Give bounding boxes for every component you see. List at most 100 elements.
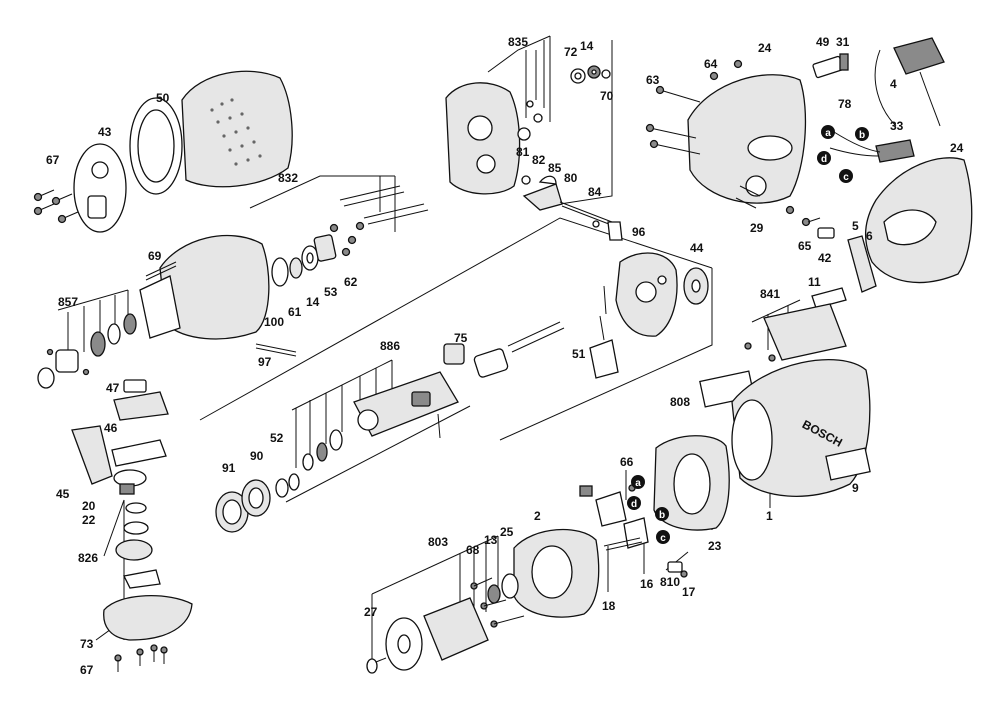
label-52: 52 bbox=[270, 431, 284, 445]
label-31: 31 bbox=[836, 35, 850, 49]
label-886: 886 bbox=[380, 339, 400, 353]
label-27: 27 bbox=[364, 605, 378, 619]
gear-housing-835 bbox=[445, 82, 543, 195]
label-63: 63 bbox=[646, 73, 660, 87]
tag-a-2: a bbox=[635, 478, 641, 489]
handle-housing-24-top bbox=[645, 59, 807, 215]
switch-33 bbox=[829, 131, 915, 163]
label-33: 33 bbox=[890, 119, 904, 133]
rear-handle-24 bbox=[864, 157, 973, 284]
label-841: 841 bbox=[760, 287, 780, 301]
clamp-parts-857 bbox=[37, 313, 137, 389]
label-24-top: 24 bbox=[758, 41, 772, 55]
label-11: 11 bbox=[808, 275, 821, 289]
screws-29 bbox=[735, 185, 761, 209]
tag-c-2: c bbox=[660, 533, 666, 544]
label-857: 857 bbox=[58, 295, 78, 309]
switch-49-31-4 bbox=[812, 37, 945, 127]
label-23: 23 bbox=[708, 539, 722, 553]
label-90: 90 bbox=[250, 449, 264, 463]
label-2: 2 bbox=[534, 509, 541, 523]
pin-97 bbox=[255, 343, 297, 357]
bearings-25-13-68 bbox=[470, 573, 525, 628]
plunger-75 bbox=[443, 321, 565, 378]
label-14-mid: 14 bbox=[306, 295, 320, 309]
label-53: 53 bbox=[324, 285, 338, 299]
label-66: 66 bbox=[620, 455, 634, 469]
label-96: 96 bbox=[632, 225, 646, 239]
label-17: 17 bbox=[682, 585, 696, 599]
armature-803 bbox=[366, 597, 489, 674]
front-cover-50 bbox=[129, 70, 293, 195]
plunger-assembly-886 bbox=[302, 371, 459, 471]
field-23 bbox=[653, 435, 730, 531]
label-61: 61 bbox=[288, 305, 302, 319]
label-82: 82 bbox=[532, 153, 546, 167]
label-67-bottom: 67 bbox=[80, 663, 94, 677]
guard-plate-43 bbox=[73, 143, 127, 233]
tag-c: c bbox=[843, 172, 849, 183]
label-44: 44 bbox=[690, 241, 704, 255]
label-47: 47 bbox=[106, 381, 120, 395]
label-803: 803 bbox=[428, 535, 448, 549]
label-5: 5 bbox=[852, 219, 859, 233]
label-75: 75 bbox=[454, 331, 468, 345]
label-72: 72 bbox=[564, 45, 578, 59]
washers-72-14-70 bbox=[570, 65, 611, 84]
cord-parts bbox=[801, 217, 877, 293]
label-13: 13 bbox=[484, 533, 498, 547]
label-18: 18 bbox=[602, 599, 616, 613]
label-42: 42 bbox=[818, 251, 832, 265]
plunger-parts bbox=[521, 175, 623, 241]
label-50: 50 bbox=[156, 91, 170, 105]
label-43: 43 bbox=[98, 125, 112, 139]
shoe-parts-45-47 bbox=[71, 379, 169, 487]
label-808: 808 bbox=[670, 395, 690, 409]
label-85: 85 bbox=[548, 161, 562, 175]
label-80: 80 bbox=[564, 171, 578, 185]
label-835: 835 bbox=[508, 35, 528, 49]
gear-case-832 bbox=[139, 185, 429, 340]
label-46: 46 bbox=[104, 421, 118, 435]
label-64: 64 bbox=[704, 57, 718, 71]
label-4: 4 bbox=[890, 77, 897, 91]
label-65: 65 bbox=[798, 239, 812, 253]
brush-holders-66 bbox=[579, 484, 688, 578]
tag-b: b bbox=[859, 130, 865, 141]
stator-2 bbox=[513, 528, 600, 618]
bearing-housing-96 bbox=[589, 252, 709, 379]
label-67-top: 67 bbox=[46, 153, 60, 167]
tag-a: a bbox=[825, 128, 831, 139]
label-51: 51 bbox=[572, 347, 586, 361]
tag-d: d bbox=[821, 154, 827, 165]
label-97: 97 bbox=[258, 355, 272, 369]
motor-housing-1: BOSCH bbox=[699, 287, 871, 497]
label-84: 84 bbox=[588, 185, 602, 199]
label-45: 45 bbox=[56, 487, 70, 501]
label-91: 91 bbox=[222, 461, 236, 475]
label-20: 20 bbox=[82, 499, 96, 513]
label-826: 826 bbox=[78, 551, 98, 565]
label-9: 9 bbox=[852, 481, 859, 495]
label-73: 73 bbox=[80, 637, 94, 651]
screws-67-top bbox=[33, 189, 79, 224]
label-62: 62 bbox=[344, 275, 358, 289]
label-6: 6 bbox=[866, 229, 873, 243]
tag-d-2: d bbox=[631, 499, 637, 510]
screw-69 bbox=[145, 261, 177, 281]
label-832: 832 bbox=[278, 171, 298, 185]
label-1: 1 bbox=[766, 509, 773, 523]
label-70: 70 bbox=[600, 89, 614, 103]
tag-b-2: b bbox=[659, 510, 665, 521]
part-labels: 835 72 14 70 63 64 24 49 31 4 78 50 43 6… bbox=[46, 35, 964, 677]
label-69: 69 bbox=[148, 249, 162, 263]
label-810: 810 bbox=[660, 575, 680, 589]
parts: BOSCH bbox=[33, 37, 973, 674]
label-81: 81 bbox=[516, 145, 530, 159]
label-100: 100 bbox=[264, 315, 284, 329]
seals-90-91-52 bbox=[215, 473, 300, 533]
bearing-stack bbox=[271, 221, 365, 287]
label-78: 78 bbox=[838, 97, 852, 111]
